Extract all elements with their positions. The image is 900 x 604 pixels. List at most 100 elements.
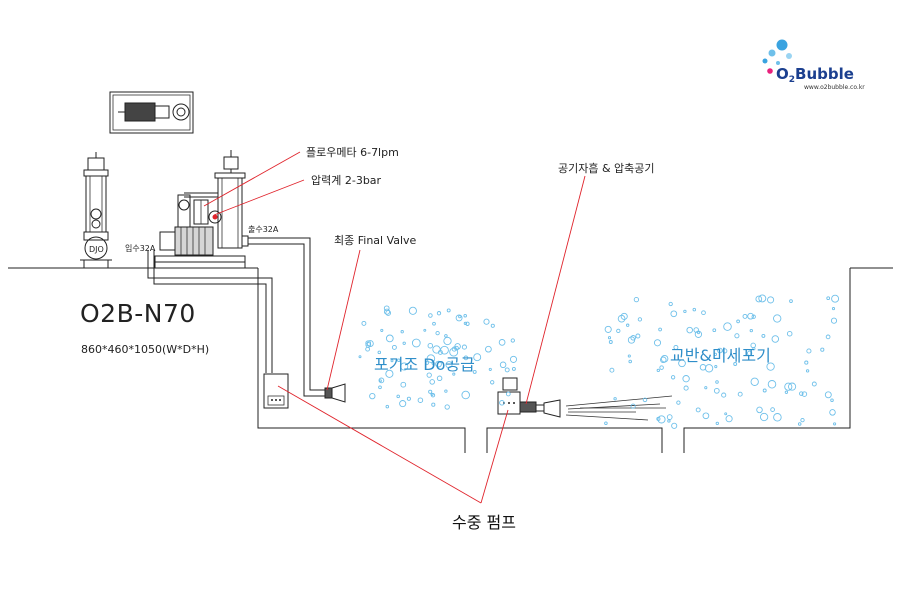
bubble — [399, 400, 407, 408]
bubble — [800, 417, 805, 423]
top-view-thumbnail — [109, 91, 194, 134]
bubble — [604, 421, 608, 425]
bubble — [431, 402, 436, 407]
bubble — [378, 377, 385, 384]
bubble — [613, 397, 617, 401]
bubble — [725, 415, 733, 423]
filter-unit-left: DJO — [80, 152, 112, 268]
bubble — [678, 359, 686, 368]
bubble — [449, 347, 459, 357]
bubble — [429, 379, 435, 385]
bubble — [428, 313, 433, 318]
bubble — [607, 336, 612, 340]
bubble — [432, 321, 436, 326]
bubble — [692, 307, 697, 312]
bubble — [668, 301, 673, 307]
bubble — [454, 343, 461, 350]
bubble — [737, 391, 743, 397]
bubble — [670, 375, 676, 380]
bubble — [473, 353, 482, 362]
logo-bubbles-icon — [762, 39, 792, 74]
bubble — [715, 380, 719, 384]
bubble — [746, 350, 753, 356]
bubble — [365, 340, 372, 347]
bubble — [758, 294, 767, 303]
bubble — [505, 391, 511, 397]
bubble — [759, 412, 769, 422]
bubble — [443, 336, 452, 346]
logo-suffix: Bubble — [795, 65, 854, 83]
bubbles — [358, 294, 840, 429]
outlet-label: 출수32A — [248, 224, 279, 234]
bubble — [428, 389, 433, 394]
brand-logo: O2Bubble www.o2bubble.co.kr — [762, 39, 865, 91]
bubble — [683, 385, 689, 391]
bubble — [633, 296, 640, 303]
logo-wordmark: O2Bubble — [776, 65, 854, 85]
model-name: O2B-N70 — [80, 299, 196, 328]
bubble — [455, 314, 463, 322]
bubble — [391, 344, 397, 350]
final-valve-nozzle — [324, 383, 346, 403]
bubble — [683, 309, 687, 314]
bubble — [699, 364, 707, 371]
bubble — [626, 323, 630, 327]
bubble — [444, 334, 448, 338]
bubble — [608, 340, 613, 344]
bubble — [483, 318, 490, 325]
bubble — [701, 310, 706, 316]
bubble — [461, 344, 467, 350]
bubble — [630, 403, 636, 409]
bubble — [667, 419, 671, 423]
bubble — [385, 404, 390, 409]
bubble — [358, 355, 362, 359]
bubble — [436, 375, 443, 382]
bubble — [452, 372, 456, 376]
bubble — [721, 392, 727, 398]
submersible-pump-label: 수중 펌프 — [452, 513, 516, 532]
bubble — [400, 362, 409, 371]
logo-prefix: O — [776, 65, 789, 83]
bubble — [723, 322, 732, 331]
bubble — [465, 321, 470, 326]
bubble — [704, 364, 714, 373]
flowmeter-label: 플로우메타 6-7lpm — [306, 146, 399, 159]
bubble — [826, 296, 831, 301]
bubble — [461, 390, 470, 400]
bubble — [799, 391, 804, 396]
bubble — [676, 400, 681, 405]
bubble — [440, 345, 449, 355]
bubble — [714, 365, 718, 369]
bubble — [762, 388, 767, 393]
bubble — [509, 355, 518, 363]
bubble — [825, 334, 831, 340]
bubble — [767, 296, 775, 304]
bubble — [444, 389, 448, 393]
piping — [147, 237, 325, 397]
bubble — [750, 377, 759, 386]
bubble — [673, 344, 679, 350]
bubble — [797, 422, 802, 426]
bubble — [380, 328, 384, 332]
bubble — [660, 356, 667, 364]
bubble — [361, 320, 367, 326]
bubble — [831, 307, 836, 311]
bubble — [670, 310, 678, 318]
bubble — [756, 406, 763, 414]
bubble — [616, 328, 621, 334]
bubble — [734, 333, 740, 339]
bubble — [423, 328, 427, 332]
bubble — [659, 365, 664, 370]
bubble — [385, 369, 394, 378]
bubble — [365, 346, 370, 352]
model-dimensions: 860*460*1050(W*D*H) — [81, 343, 209, 356]
bubble — [630, 335, 636, 341]
bubble — [408, 306, 417, 315]
bubble — [653, 339, 662, 347]
bubble — [383, 305, 390, 312]
bubble — [784, 390, 789, 394]
bubble — [411, 338, 421, 348]
bubble — [771, 335, 780, 343]
bubble — [472, 369, 477, 374]
bubble — [766, 362, 775, 371]
